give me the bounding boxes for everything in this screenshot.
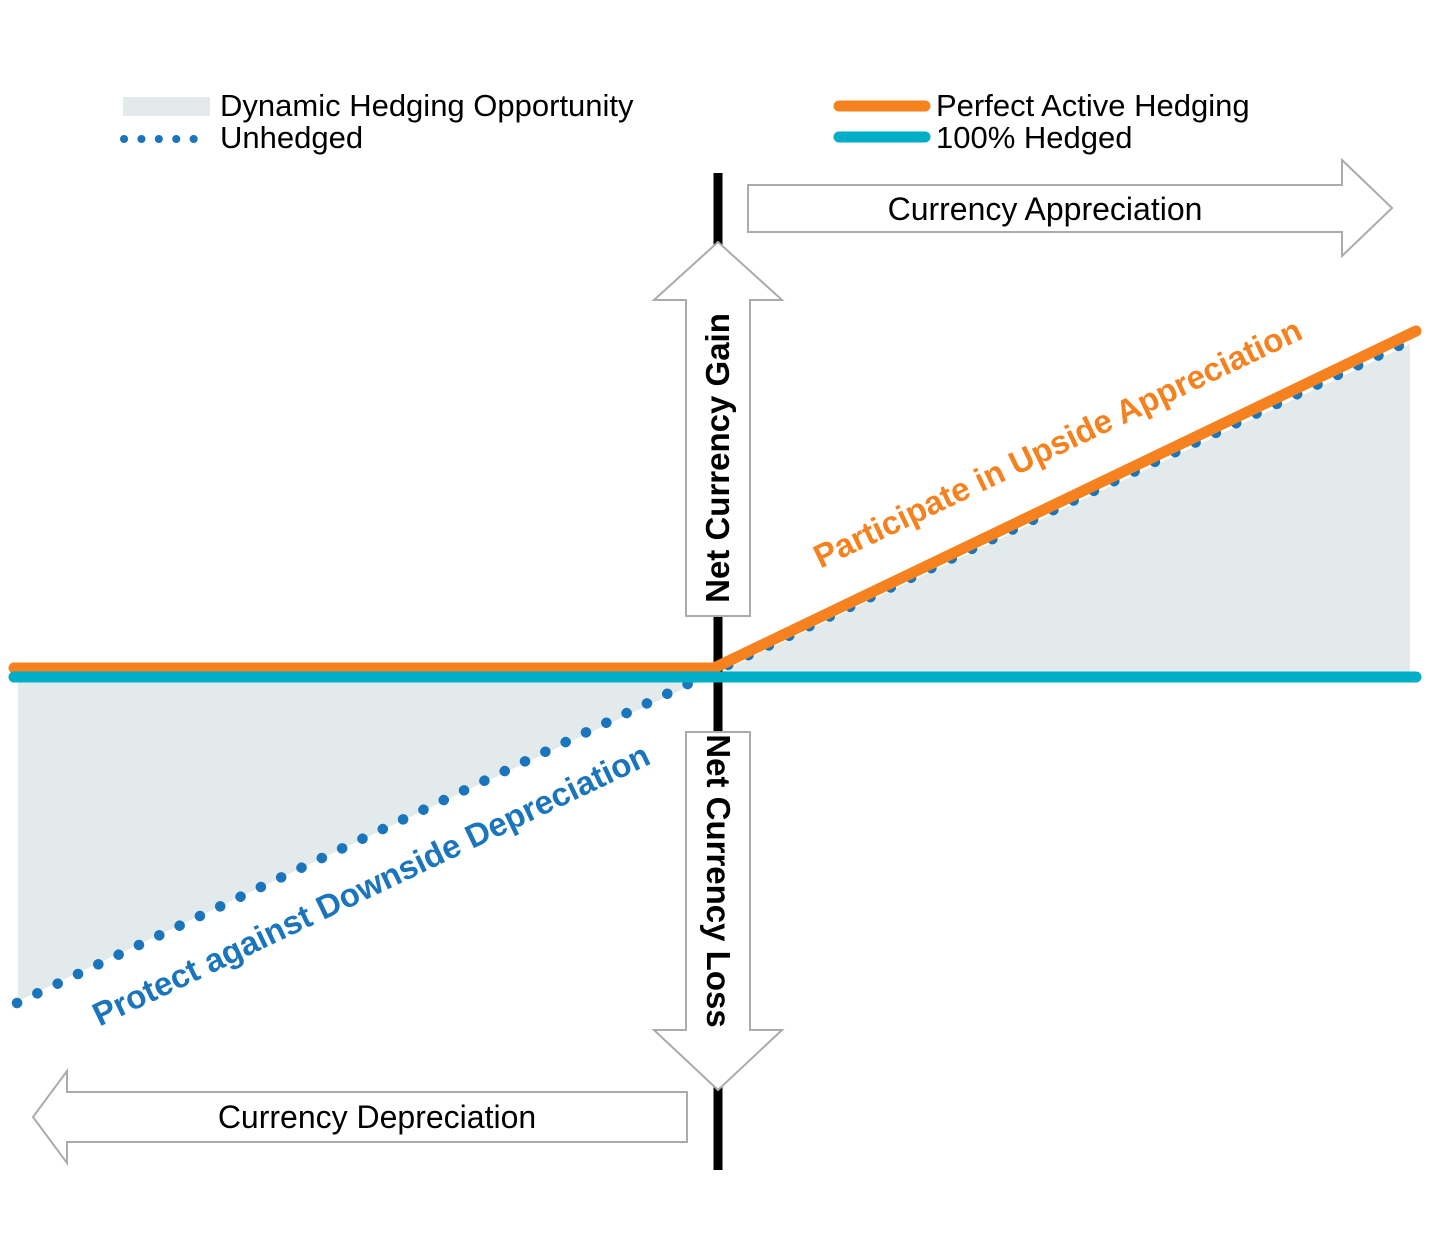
down-arrow-net-currency-loss	[651, 731, 785, 1092]
legend-label-unhedged: Unhedged	[220, 120, 364, 155]
net-currency-loss-label: Net Currency Loss	[700, 734, 737, 1028]
net-currency-gain-label: Net Currency Gain	[699, 313, 736, 603]
right-arrow-currency-appreciation	[747, 157, 1394, 259]
legend-label-fully-hedged: 100% Hedged	[936, 120, 1133, 155]
legend-label-perfect-active-hedging: Perfect Active Hedging	[936, 88, 1250, 123]
shaded-region-upper-right	[716, 344, 1410, 677]
perfect-active-hedging-line	[8, 325, 1422, 674]
currency-appreciation-label: Currency Appreciation	[887, 190, 1203, 227]
legend-swatch-dynamic-hedging	[123, 97, 210, 116]
up-arrow-net-currency-gain	[651, 240, 785, 617]
currency-depreciation-label: Currency Depreciation	[217, 1098, 537, 1135]
legend-label-dynamic-hedging: Dynamic Hedging Opportunity	[220, 88, 634, 123]
left-arrow-currency-depreciation	[31, 1067, 688, 1167]
